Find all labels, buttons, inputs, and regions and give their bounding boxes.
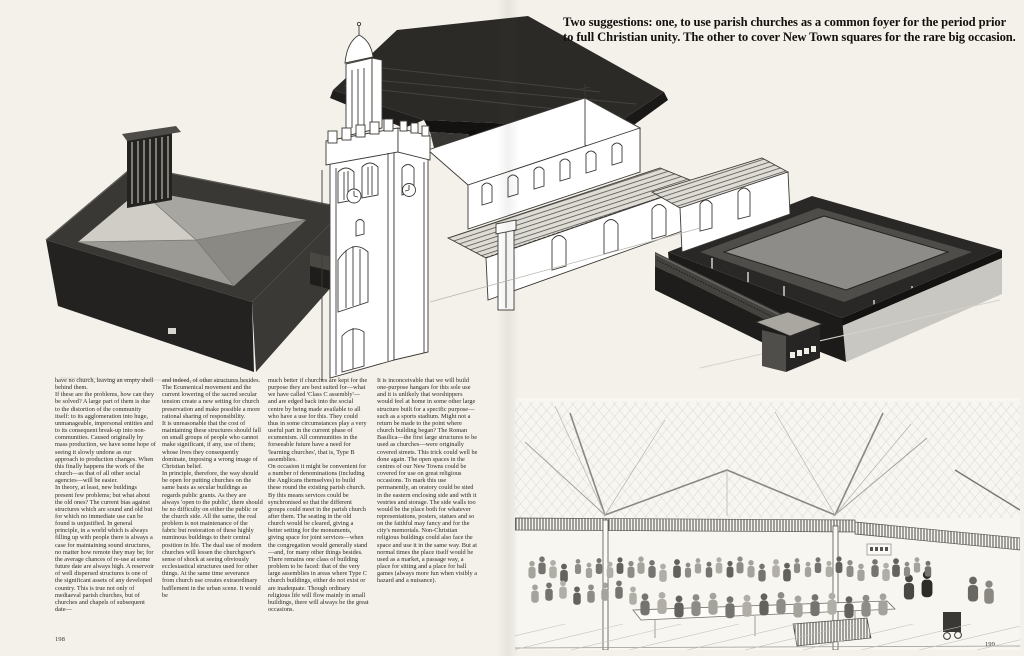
parish-church	[321, 21, 791, 380]
article-column-1: have no church, leaving an empty shell b…	[55, 377, 156, 613]
spread-fold	[497, 0, 519, 656]
article-column-4: It is inconceivable that we will build o…	[377, 377, 478, 585]
covered-square-sketch	[515, 398, 1020, 650]
page-number-right: 199	[985, 641, 995, 648]
clock-icon	[346, 188, 362, 204]
column	[832, 525, 839, 650]
headline: Two suggestions: one, to use parish chur…	[563, 15, 1016, 45]
east-corridor	[654, 252, 824, 372]
banner-sign	[866, 543, 892, 556]
entrance-hut	[754, 311, 824, 372]
church-isometric-illustration	[45, 16, 1002, 383]
article-column-3: much better if churches are kept for the…	[268, 377, 369, 613]
chapel-wall	[679, 171, 791, 253]
cross-icon	[579, 84, 591, 96]
pram	[943, 612, 961, 632]
page-number-left: 198	[55, 636, 65, 643]
turret-cupola	[344, 34, 374, 64]
turret	[345, 57, 373, 137]
church-tower	[321, 21, 431, 380]
standing-figures	[903, 570, 994, 640]
stair-turret	[495, 219, 517, 311]
right-building	[668, 196, 1002, 369]
louvre-stack-icon	[122, 126, 181, 208]
floor-boards	[515, 623, 1020, 650]
glass-roof-lattice	[515, 402, 1020, 518]
edge-beam	[515, 517, 1020, 650]
clerestory-wall	[467, 127, 641, 230]
clock-icon	[402, 183, 416, 197]
article-column-2: and indeed, of other structures besides.…	[162, 377, 263, 599]
